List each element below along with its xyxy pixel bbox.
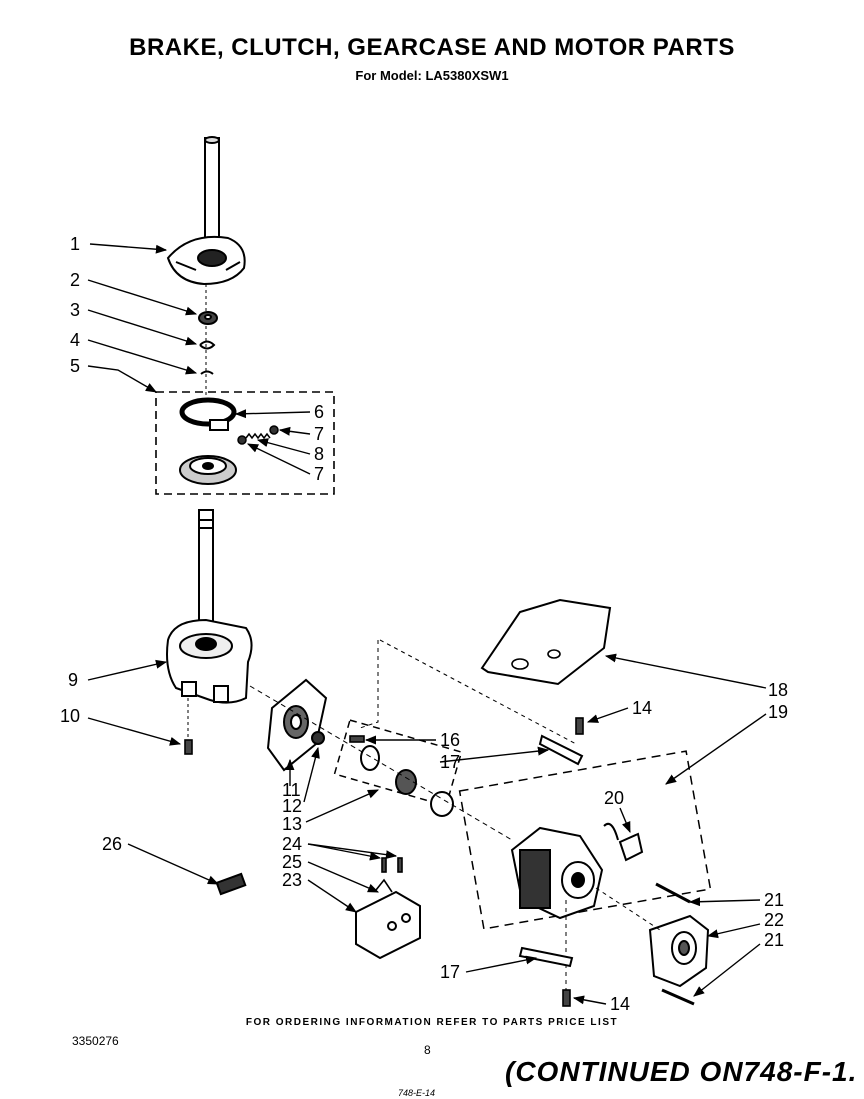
insulation-pad-holes — [511, 649, 561, 670]
gearcase-part-9 — [166, 618, 253, 704]
callout-3: 3 — [70, 300, 80, 320]
bushing-part-12 — [311, 731, 325, 745]
connector-part-26 — [215, 872, 247, 896]
callout-numbers: 1 2 3 4 5 6 7 8 7 9 10 11 12 13 14 16 17… — [60, 234, 788, 1014]
callout-11: 11 — [282, 780, 301, 800]
mounting-plate-part-11 — [266, 678, 328, 772]
motor-group-part-19 — [458, 750, 712, 930]
callout-1: 1 — [70, 234, 80, 254]
ordering-note: FOR ORDERING INFORMATION REFER TO PARTS … — [245, 1017, 619, 1028]
callout-20: 20 — [604, 788, 624, 808]
washer-part-2 — [198, 311, 218, 325]
document-number: 3350276 — [72, 1034, 119, 1048]
clip-part-21-upper — [655, 882, 691, 904]
callout-16: 16 — [440, 730, 460, 750]
leader-lines — [87, 243, 767, 1005]
brake-cam-driver-part-1 — [166, 235, 246, 286]
drive-shaft-lower — [198, 509, 214, 645]
handwritten-note: 748-E-14 — [398, 1088, 436, 1098]
model-subtitle: For Model: LA5380XSW1 — [355, 68, 509, 83]
callout-25: 25 — [282, 852, 302, 872]
motor-body — [510, 826, 604, 920]
callout-21-lower: 21 — [764, 930, 784, 950]
callout-4: 4 — [70, 330, 80, 350]
callout-14-upper: 14 — [632, 698, 652, 718]
callout-2: 2 — [70, 270, 80, 290]
bracket-part-17-lower — [518, 946, 574, 968]
bracket-part-17-upper — [538, 734, 584, 766]
callout-6: 6 — [314, 402, 324, 422]
callout-5: 5 — [70, 356, 80, 376]
coupling-group-part-13 — [333, 719, 463, 807]
drive-shaft-upper — [204, 136, 220, 257]
dashed-axis-coupling — [249, 685, 513, 841]
callout-14-lower: 14 — [610, 994, 630, 1014]
brake-assembly-group-part-5 — [155, 391, 335, 495]
callout-19: 19 — [768, 702, 788, 722]
capacitor-part-20 — [603, 822, 644, 862]
page-title: BRAKE, CLUTCH, GEARCASE AND MOTOR PARTS — [129, 34, 735, 61]
callout-21-upper: 21 — [764, 890, 784, 910]
screw-part-10 — [184, 739, 193, 755]
callout-7b: 7 — [314, 464, 324, 484]
continued-note: (CONTINUED ON748-F-1. — [505, 1056, 858, 1087]
callout-12: 12 — [282, 796, 302, 816]
callout-18: 18 — [768, 680, 788, 700]
callout-7a: 7 — [314, 424, 324, 444]
dashed-link-line — [359, 640, 379, 729]
callout-22: 22 — [764, 910, 784, 930]
clip-part-21-lower — [661, 988, 695, 1006]
brake-band-part-6 — [179, 397, 237, 431]
callout-23: 23 — [282, 870, 302, 890]
insulation-pad-part-18 — [480, 598, 612, 686]
spring-parts-7-8 — [237, 425, 279, 445]
retaining-ring-part-4 — [200, 370, 214, 375]
bracket-part-23 — [355, 890, 421, 960]
dashed-link-line-2 — [379, 639, 577, 745]
dashed-axis-motor-right — [595, 887, 661, 931]
callout-17-upper: 17 — [440, 752, 460, 772]
page-number: 8 — [424, 1043, 431, 1057]
bolt-part-14-lower — [562, 989, 571, 1007]
screws-part-24 — [381, 857, 403, 873]
coupling-parts — [360, 745, 454, 817]
clip-part-25 — [375, 878, 393, 893]
callout-26: 26 — [102, 834, 122, 854]
callout-17-lower: 17 — [440, 962, 460, 982]
callout-10: 10 — [60, 706, 80, 726]
callout-24: 24 — [282, 834, 302, 854]
callout-9: 9 — [68, 670, 78, 690]
callout-8: 8 — [314, 444, 324, 464]
callout-13: 13 — [282, 814, 302, 834]
motor-end-shield-part-22 — [648, 914, 710, 988]
bolt-part-14-upper — [575, 717, 584, 735]
spring-clip-part-3 — [199, 340, 216, 350]
screw-part-16 — [349, 735, 365, 743]
brake-drum — [179, 455, 237, 485]
